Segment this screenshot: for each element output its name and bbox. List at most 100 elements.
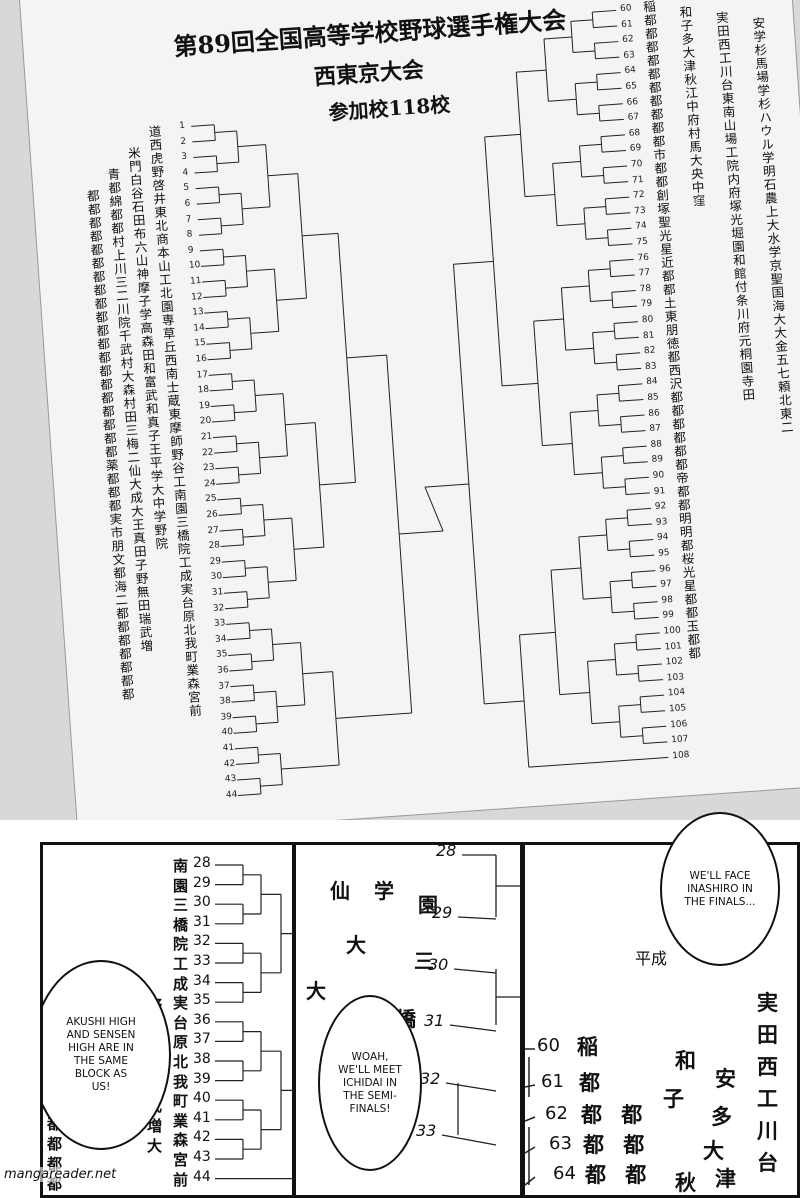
bracket-line [622, 758, 645, 762]
bracket-line [191, 124, 215, 127]
bracket-line [197, 217, 221, 221]
right-seed-number: 103 [666, 672, 685, 684]
bracket-line [632, 585, 657, 589]
bracket-line [552, 160, 581, 164]
bracket-line [449, 1024, 497, 1032]
bracket-line [302, 232, 339, 237]
bracket-line [601, 455, 624, 458]
bracket-line [226, 622, 250, 625]
closeup-seed-number: 36 [193, 1011, 211, 1028]
bracket-lines [191, 9, 669, 797]
bracket-line [250, 330, 279, 334]
bracket-line [605, 196, 630, 200]
bracket-line [453, 968, 497, 974]
right-seed-number: 82 [643, 345, 656, 357]
closeup-school-char: 原 [173, 1033, 189, 1052]
bracket-line [309, 764, 340, 768]
closeup-seed-number: 33 [193, 953, 211, 969]
closeup-seed-number: 39 [193, 1070, 211, 1087]
left-seed-number: 28 [208, 540, 221, 552]
right-seed-number: 93 [655, 516, 668, 528]
bracket-line [559, 692, 590, 696]
right-seed-number: 102 [665, 656, 684, 668]
bracket-line [207, 357, 231, 361]
bracket-line [195, 186, 219, 190]
bracket-line [574, 472, 603, 476]
closeup-school-char: 成 [173, 974, 189, 993]
bracket-line [594, 41, 619, 44]
bracket-line [251, 659, 274, 663]
bracket-line [607, 548, 630, 552]
bracket-line [228, 653, 252, 656]
closeup-seed-number: 37 [193, 1031, 211, 1048]
bracket-line [519, 631, 556, 636]
bracket-line [204, 311, 228, 314]
bracket-line [618, 383, 643, 387]
bracket-line [551, 567, 582, 571]
closeup-school-char: 我 [173, 1072, 189, 1091]
bracket-line [211, 419, 235, 423]
right-seed-number: 71 [631, 174, 644, 186]
bracket-line [561, 285, 590, 289]
bracket-line [218, 513, 242, 516]
right-seed-number: 78 [639, 283, 652, 295]
left-seed-number: 22 [201, 447, 214, 458]
bracket-line [346, 354, 387, 359]
bracket-line [302, 671, 333, 675]
closeup-school-char: 大 [147, 1137, 163, 1155]
bracket-line [620, 735, 643, 738]
bracket-line [616, 672, 639, 676]
right-seed-number: 72 [632, 190, 645, 201]
left-seed-number: 2 [179, 136, 187, 147]
bracket-line [227, 637, 251, 641]
left-seed-number: 30 [210, 571, 223, 583]
closeup-school-char-large: 安 [715, 1066, 736, 1091]
bracket-line [200, 264, 225, 267]
right-seed-number: 97 [660, 579, 673, 590]
bracket-line [614, 641, 637, 645]
closeup-seed-number-large: 29 [432, 903, 453, 922]
bracket-line [237, 144, 266, 148]
closeup-school-char: 実 [173, 994, 189, 1013]
bracket-line [607, 227, 632, 231]
closeup-school-row: 都 都 [585, 1162, 653, 1187]
bracket-line [237, 793, 262, 797]
bracket-line [263, 517, 292, 521]
left-seed-number: 16 [195, 353, 208, 365]
bracket-line [598, 103, 623, 106]
speech-bubble-same-block: AKUSHI HIGH AND SENSEN HIGH ARE IN THE S… [43, 960, 171, 1150]
left-seed-number: 29 [209, 556, 222, 567]
bracket-line [265, 144, 271, 207]
bracket-line [235, 762, 259, 765]
right-seed-number: 91 [653, 485, 666, 497]
bracket-line [232, 379, 255, 383]
bracket-line [242, 206, 271, 210]
right-seed-number: 81 [642, 330, 655, 341]
bracket-line [247, 597, 270, 600]
bracket-line [216, 482, 240, 485]
bracket-line [240, 503, 263, 507]
closeup-school-char-large: 田 [757, 1022, 778, 1047]
left-seed-number: 10 [188, 260, 201, 272]
bracket-line [633, 601, 658, 604]
closeup-seed-number-large: 61 [541, 1071, 564, 1092]
bracket-line [257, 442, 262, 474]
bracket-line [644, 756, 669, 760]
bracket-line [445, 1082, 497, 1092]
bracket-line [625, 492, 650, 496]
bracket-line [221, 559, 245, 563]
bracket-line [599, 118, 624, 122]
bracket-line [194, 170, 218, 174]
closeup-school-char: 都 [47, 1135, 63, 1153]
bracket-line [220, 544, 244, 548]
site-watermark: mangareader.net [4, 1167, 117, 1182]
bracket-line [624, 476, 649, 480]
right-seed-number: 95 [657, 548, 670, 559]
right-seed-number: 61 [620, 18, 633, 30]
left-seed-number: 33 [213, 618, 226, 630]
right-seed-number: 70 [630, 158, 643, 170]
left-seed-number: 40 [221, 727, 234, 739]
